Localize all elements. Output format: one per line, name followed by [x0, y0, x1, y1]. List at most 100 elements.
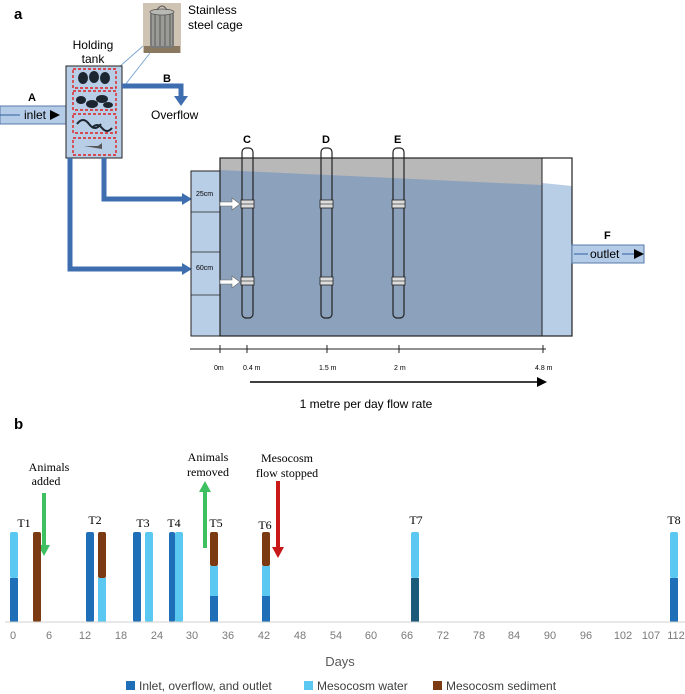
animals-added-label: Animals [29, 460, 70, 474]
x-tick-label: 0 [10, 630, 16, 642]
x-tick-label: 78 [473, 630, 485, 642]
bar-t2-sediment [98, 532, 106, 578]
x-tick-label: 60 [365, 630, 377, 642]
bar-t5-sediment [210, 532, 218, 566]
legend-swatch-water [304, 681, 313, 690]
legend-label-inlet: Inlet, overflow, and outlet [139, 679, 272, 693]
legend: Inlet, overflow, and outlet Mesocosm wat… [126, 679, 557, 693]
dist-48-label: 4.8 m [535, 365, 553, 372]
timepoint-label: T7 [409, 513, 422, 527]
bar-t3-water [145, 532, 153, 622]
x-tick-label: 90 [544, 630, 556, 642]
animals-added-label: added [32, 474, 61, 488]
x-tick-label: 6 [46, 630, 52, 642]
timepoint-label: T4 [167, 516, 180, 530]
bar-t5-water [210, 566, 218, 596]
feed-pipe-60cm [67, 158, 182, 272]
sampling-column-e [391, 147, 406, 319]
x-tick-label: 12 [79, 630, 91, 642]
bar-t6-water [262, 566, 270, 596]
legend-label-sediment: Mesocosm sediment [446, 679, 557, 693]
point-e-label: E [394, 134, 401, 146]
point-d-label: D [322, 134, 330, 146]
animals-removed-label: removed [187, 465, 229, 479]
depth-60cm-label: 60cm [196, 265, 213, 272]
sampling-column-d [319, 147, 334, 319]
timepoint-label: T2 [88, 513, 101, 527]
x-tick-label: 36 [222, 630, 234, 642]
bar-t1-water [10, 532, 18, 578]
outlet-label: outlet [590, 247, 620, 261]
bar-t8-inlet [670, 578, 678, 622]
legend-swatch-inlet [126, 681, 135, 690]
bar-t8-water [670, 532, 678, 578]
flow-rate-label: 1 metre per day flow rate [300, 397, 433, 411]
x-tick-label: 42 [258, 630, 270, 642]
holding-tank-label: tank [82, 52, 106, 66]
animals-removed-arrow [199, 481, 211, 548]
x-tick-label: 30 [186, 630, 198, 642]
point-a-label: A [28, 92, 36, 104]
bar-t2-water [98, 578, 106, 622]
point-c-label: C [243, 134, 251, 146]
x-tick-label: 54 [330, 630, 342, 642]
dist-04-label: 0.4 m [243, 365, 261, 372]
flow-stopped-label: Mesocosm [261, 451, 314, 465]
dist-15-label: 1.5 m [319, 365, 337, 372]
x-tick-label: 107 [642, 630, 660, 642]
x-tick-labels: 0 6 12 18 24 30 36 42 48 54 60 66 72 78 … [10, 630, 685, 642]
animal-icons [76, 71, 113, 149]
panel-a-label: a [14, 6, 23, 23]
timepoint-label: T8 [667, 513, 680, 527]
timepoint-label: T1 [17, 516, 30, 530]
x-tick-label: 112 [667, 630, 685, 642]
flow-stopped-arrow [272, 481, 284, 558]
bar-t1-inlet [10, 578, 18, 622]
x-tick-label: 48 [294, 630, 306, 642]
x-tick-label: 18 [115, 630, 127, 642]
x-tick-label: 72 [437, 630, 449, 642]
x-axis-title: Days [325, 654, 355, 669]
distance-scale [190, 345, 546, 353]
point-b-label: B [163, 73, 171, 85]
timepoint-label: T5 [209, 516, 222, 530]
bar-t4-inlet [169, 532, 175, 622]
legend-label-water: Mesocosm water [317, 679, 408, 693]
cage-label: steel cage [188, 18, 243, 32]
bar-t6-sediment [262, 532, 270, 566]
bar-t6-inlet [262, 596, 270, 622]
panel-b-label: b [14, 416, 23, 433]
bar-t2-inlet [86, 532, 94, 622]
dist-0-label: 0m [214, 365, 224, 372]
dist-2-label: 2 m [394, 365, 406, 372]
sample-bars [10, 532, 678, 622]
inlet-label: inlet [24, 108, 47, 122]
mesocosm-tank [190, 157, 573, 337]
flow-stopped-label: flow stopped [256, 466, 318, 480]
feed-pipe-25cm [101, 158, 182, 202]
overflow-pipe [122, 83, 184, 96]
x-tick-label: 24 [151, 630, 163, 642]
legend-swatch-sediment [433, 681, 442, 690]
holding-tank-label: Holding [73, 38, 114, 52]
x-tick-label: 66 [401, 630, 413, 642]
x-tick-label: 84 [508, 630, 520, 642]
bar-t1-sediment [33, 532, 41, 622]
timepoint-label: T6 [258, 518, 271, 532]
point-f-label: F [604, 230, 611, 242]
cage-label: Stainless [188, 3, 237, 17]
bar-t4-water [175, 532, 183, 622]
overflow-label: Overflow [151, 108, 199, 122]
bar-t7-water [411, 532, 419, 578]
sampling-column-c [240, 147, 255, 319]
stainless-steel-cage-photo [143, 3, 181, 53]
x-tick-label: 102 [614, 630, 632, 642]
bar-t3-inlet [133, 532, 141, 622]
timepoint-label: T3 [136, 516, 149, 530]
animals-removed-label: Animals [188, 450, 229, 464]
bar-t7-inlet [411, 578, 419, 622]
x-tick-label: 96 [580, 630, 592, 642]
depth-25cm-label: 25cm [196, 191, 213, 198]
bar-t5-inlet [210, 596, 218, 622]
